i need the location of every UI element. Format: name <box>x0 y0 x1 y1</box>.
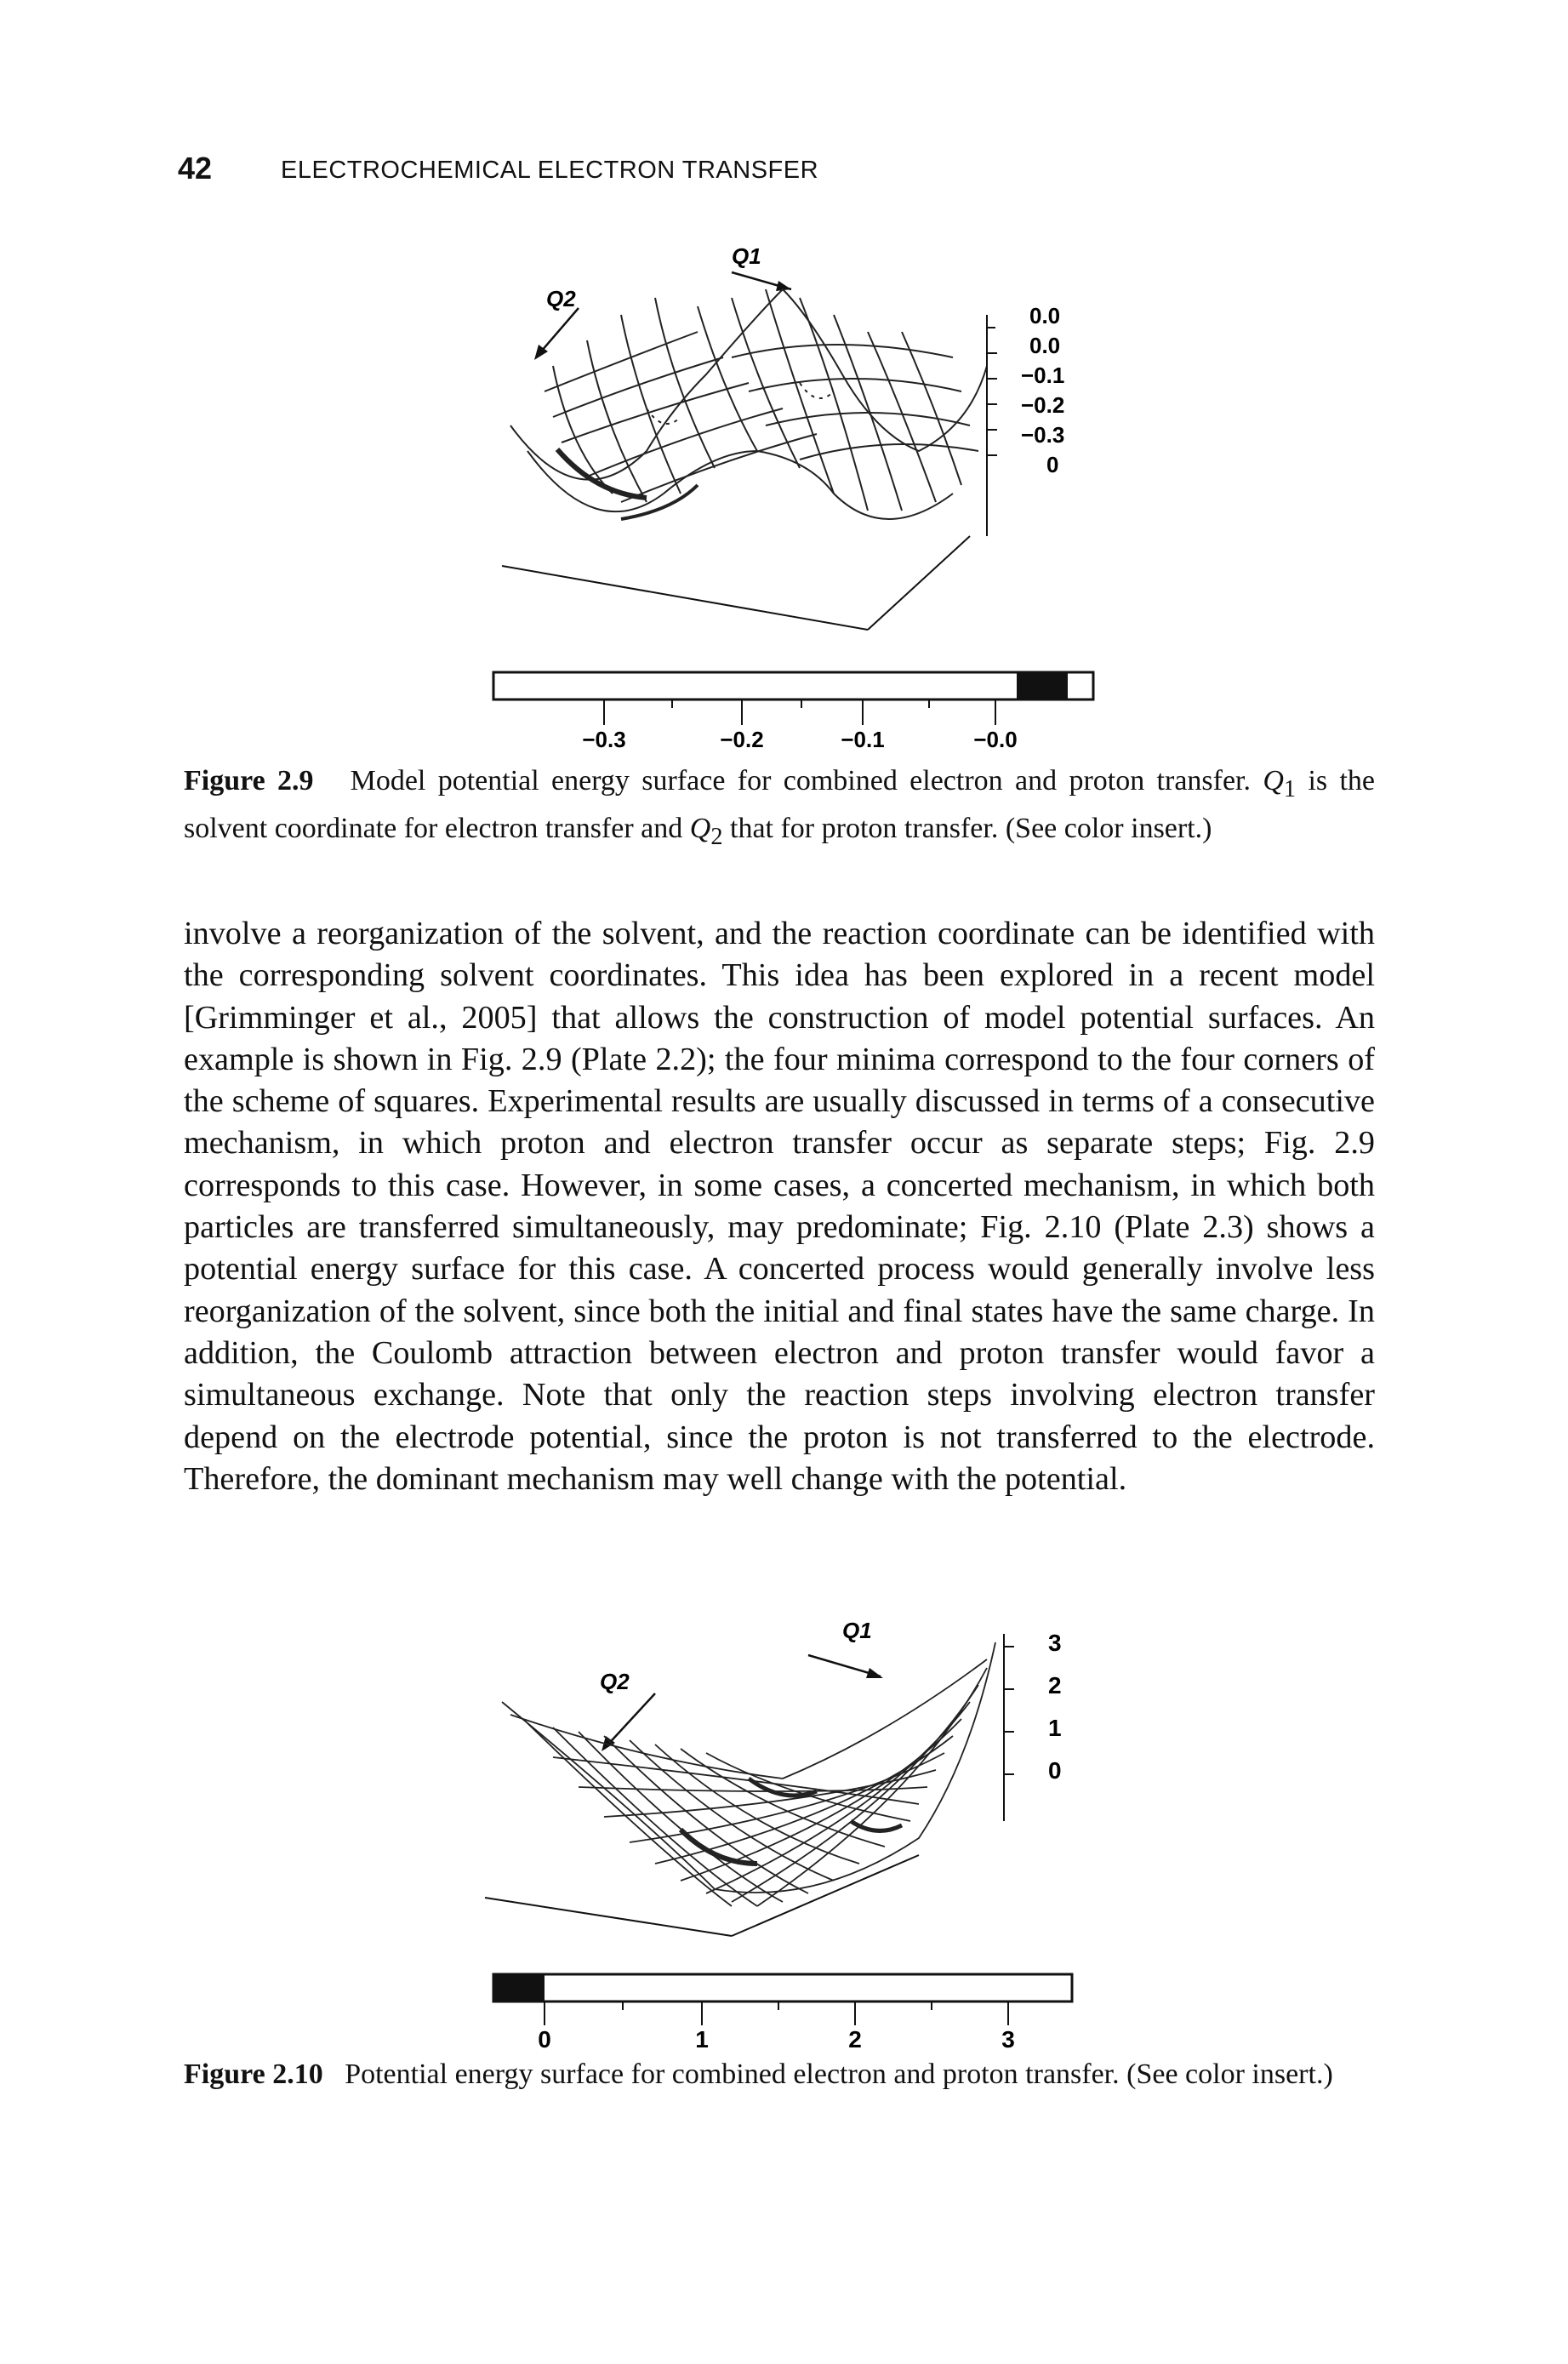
caption-q2-sub: 2 <box>710 823 723 850</box>
z-tick-labels: 0.0 0.0 −0.1 −0.2 −0.3 0 <box>1021 303 1064 477</box>
svg-text:Q2: Q2 <box>600 1669 630 1694</box>
figure-2-9-surface-plot: Q1 Q2 <box>492 243 1095 749</box>
q1-axis-label: Q1 <box>842 1618 872 1643</box>
base-edge-front <box>484 1897 733 1937</box>
colorbar-tick-label: 2 <box>848 2026 862 2051</box>
caption-label: Figure 2.10 <box>184 2059 323 2090</box>
caption-q2: Q <box>689 812 711 844</box>
q2-axis-label: Q2 <box>600 1669 630 1694</box>
q2-arrow <box>603 1693 656 1750</box>
colorbar-tick-label: 0 <box>538 2026 551 2051</box>
figure-2-9-caption: Figure 2.9 Model potential energy surfac… <box>184 762 1375 857</box>
colorbar-tick-label: −0.2 <box>720 727 763 749</box>
colorbar <box>492 1973 1074 2003</box>
page-number: 42 <box>178 151 213 186</box>
q2-arrowhead <box>534 345 548 360</box>
q2-arrowhead <box>602 1736 615 1751</box>
q1-arrowhead <box>866 1668 883 1678</box>
z-tick-label: 0.0 <box>1029 333 1060 358</box>
z-tick-label: −0.3 <box>1021 422 1064 448</box>
body-paragraph: involve a reorganization of the solvent,… <box>184 916 1375 1497</box>
potential-energy-mesh <box>510 288 988 521</box>
z-tick-label: 2 <box>1048 1672 1062 1699</box>
z-tick-label: 0 <box>1046 452 1058 477</box>
potential-energy-mesh <box>501 1642 996 1907</box>
z-tick-label: −0.1 <box>1021 363 1064 388</box>
colorbar-tick-label: 3 <box>1001 2026 1015 2051</box>
q2-axis-label: Q2 <box>546 286 576 311</box>
base-edge-front <box>501 565 869 631</box>
caption-text: Model potential energy surface for combi… <box>350 765 1263 797</box>
colorbar <box>492 671 1095 701</box>
q1-axis-label: Q1 <box>732 243 761 269</box>
svg-text:Q1: Q1 <box>842 1618 872 1643</box>
caption-text: that for proton transfer. (See color ins… <box>722 812 1212 844</box>
colorbar-dark-segment <box>1017 672 1068 699</box>
colorbar-ticks <box>544 2001 1009 2025</box>
colorbar-tick-label: −0.3 <box>582 727 625 749</box>
z-tick-label: −0.2 <box>1021 392 1064 418</box>
colorbar-dark-segment <box>493 1974 545 2001</box>
z-tick-labels: 3 2 1 0 <box>1048 1630 1062 1784</box>
caption-q1: Q <box>1263 765 1284 797</box>
colorbar-tick-label: −0.0 <box>973 727 1017 749</box>
colorbar-tick-label: 1 <box>695 2026 709 2051</box>
z-tick-label: 0 <box>1048 1757 1062 1784</box>
colorbar-tick-labels: −0.3 −0.2 −0.1 −0.0 <box>582 727 1017 749</box>
colorbar-tick-labels: 0 1 2 3 <box>538 2026 1015 2051</box>
running-title: ELECTROCHEMICAL ELECTRON TRANSFER <box>281 157 819 184</box>
caption-q1-sub: 1 <box>1283 775 1297 802</box>
svg-text:Q1: Q1 <box>732 243 761 269</box>
svg-text:Q2: Q2 <box>546 286 576 311</box>
caption-text: is the solvent coordinate for electron t… <box>184 765 1376 844</box>
z-tick-label: 3 <box>1048 1630 1062 1656</box>
z-tick-label: 1 <box>1048 1715 1062 1741</box>
figure-2-10-surface-plot: Q1 Q2 3 2 <box>484 1618 1074 2051</box>
z-ticks <box>1004 1646 1014 1775</box>
z-ticks <box>987 327 997 456</box>
base-edge-right <box>731 1854 920 1937</box>
caption-text: Potential energy surface for combined el… <box>345 2059 1333 2090</box>
caption-label: Figure 2.9 <box>184 765 314 797</box>
colorbar-ticks <box>603 699 996 725</box>
colorbar-tick-label: −0.1 <box>841 727 884 749</box>
q1-arrowhead <box>776 281 791 291</box>
base-edge-right <box>867 535 971 631</box>
figure-2-10-caption: Figure 2.10 Potential energy surface for… <box>184 2055 1375 2094</box>
z-tick-label: 0.0 <box>1029 303 1060 328</box>
